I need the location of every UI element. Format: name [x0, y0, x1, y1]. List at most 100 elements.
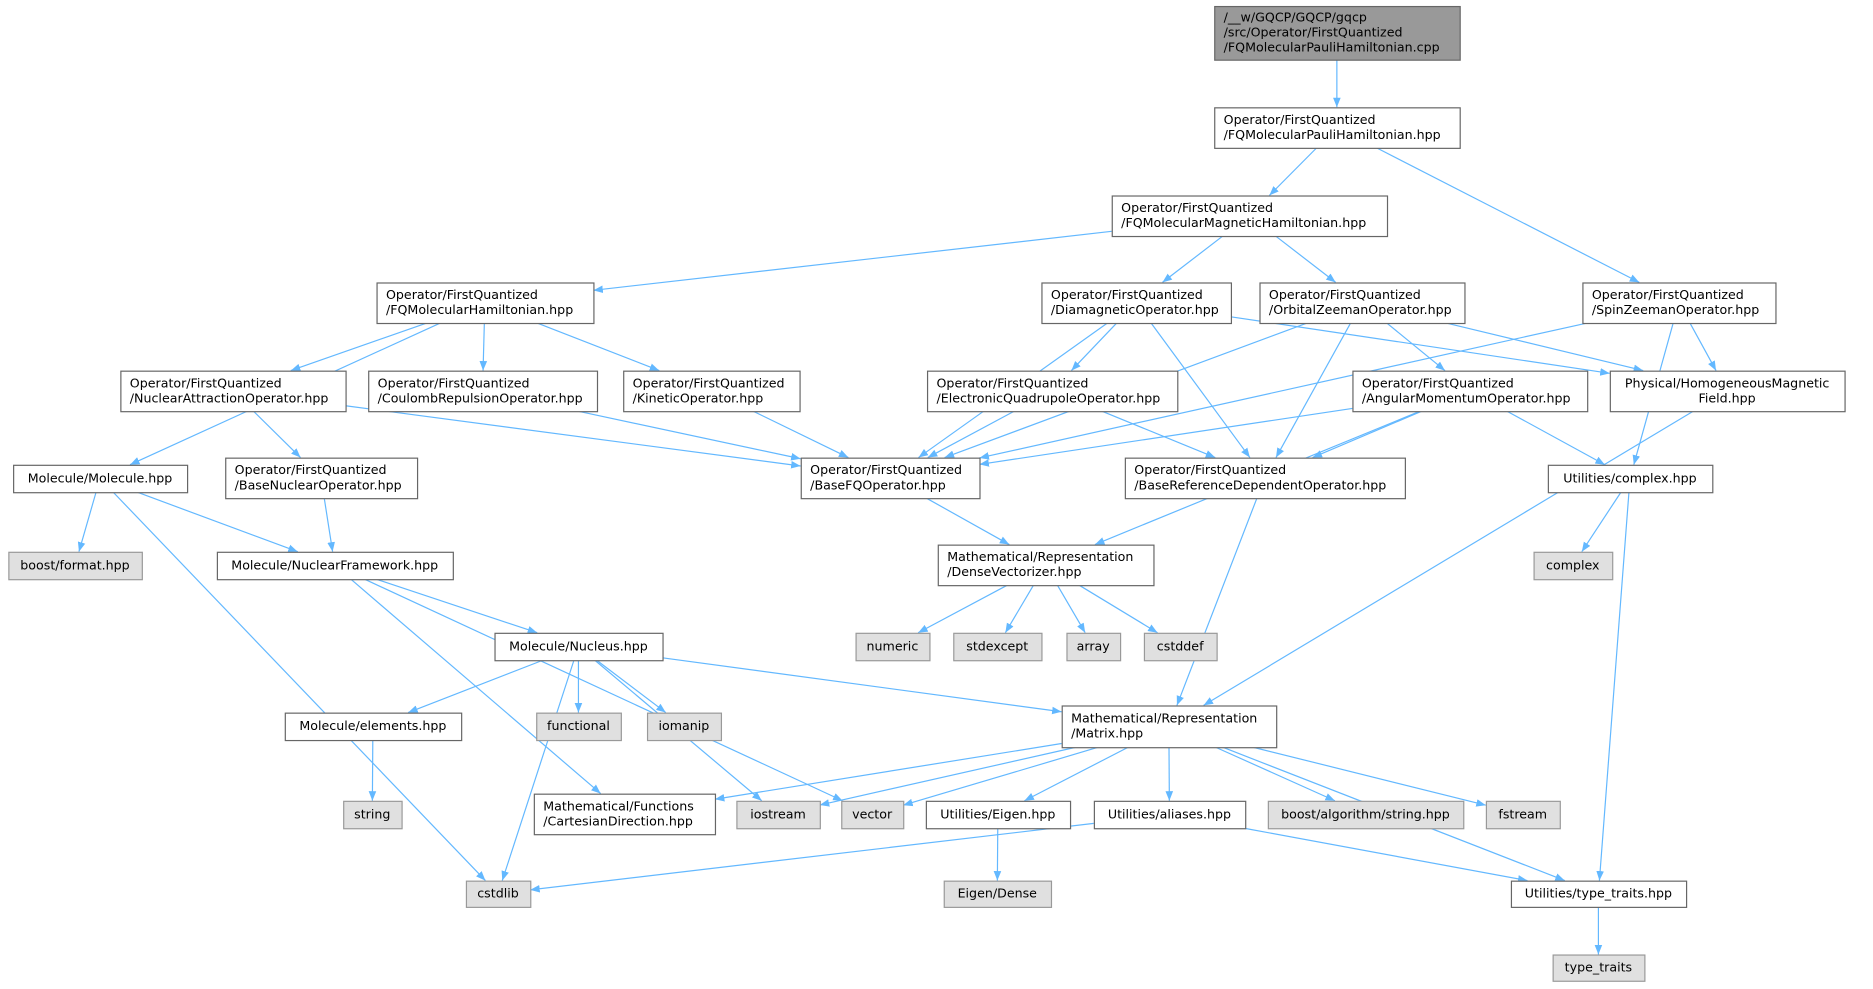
graph-node-operator-firstquantized-angularmomentumoperator-hpp[interactable]: Operator/FirstQuantized/AngularMomentumO… — [1352, 370, 1589, 413]
dependency-edge — [252, 410, 301, 458]
graph-node-mathematical-representation-matrix-hpp[interactable]: Mathematical/Representation/Matrix.hpp — [1061, 705, 1278, 749]
node-box — [1582, 282, 1777, 325]
dependency-edge — [927, 410, 1015, 459]
graph-node-utilities-type-traits-hpp[interactable]: Utilities/type_traits.hpp — [1510, 880, 1688, 908]
node-box — [623, 370, 801, 413]
node-box — [1066, 632, 1122, 662]
node-label-line: Operator/FirstQuantized — [386, 287, 538, 302]
node-label-line: Field.hpp — [1699, 390, 1756, 405]
dependency-edge — [1203, 410, 1694, 706]
node-label-line: Mathematical/Representation — [1071, 711, 1257, 726]
graph-node-operator-firstquantized-electronicquadrupoleoperator-hpp[interactable]: Operator/FirstQuantized/ElectronicQuadru… — [926, 370, 1179, 413]
graph-node-operator-firstquantized-fqmolecularpaulihamiltonian-hpp[interactable]: Operator/FirstQuantized/FQMolecularPauli… — [1214, 107, 1461, 149]
node-box — [1547, 464, 1714, 494]
dependency-edge — [662, 657, 1062, 715]
node-label-line: Operator/FirstQuantized — [1224, 112, 1376, 127]
graph-node-operator-firstquantized-coulombrepulsionoperator-hpp[interactable]: Operator/FirstQuantized/CoulombRepulsion… — [368, 370, 599, 413]
graph-node-complex: complex — [1533, 551, 1614, 581]
graph-node-operator-firstquantized-diamagneticoperator-hpp[interactable]: Operator/FirstQuantized/DiamagneticOpera… — [1041, 282, 1233, 325]
graph-node-type-traits: type_traits — [1552, 954, 1646, 982]
graph-node-operator-firstquantized-nuclearattractionoperator-hpp[interactable]: Operator/FirstQuantized/NuclearAttractio… — [120, 370, 347, 413]
node-label-line: /ElectronicQuadrupoleOperator.hpp — [937, 390, 1161, 405]
node-box — [1552, 954, 1646, 982]
graph-node-eigen-dense: Eigen/Dense — [943, 880, 1053, 908]
graph-node-molecule-elements-hpp[interactable]: Molecule/elements.hpp — [284, 712, 463, 742]
node-label-line: Operator/FirstQuantized — [378, 375, 530, 390]
graph-node-operator-firstquantized-fqmolecularmagnetichamiltonian-hpp[interactable]: Operator/FirstQuantized/FQMolecularMagne… — [1111, 195, 1389, 238]
node-label-line: Operator/FirstQuantized — [1269, 287, 1421, 302]
graph-node-operator-firstquantized-basereferencedependentoperator-hpp[interactable]: Operator/FirstQuantized/BaseReferenceDep… — [1124, 457, 1406, 500]
dependency-edge — [364, 578, 843, 802]
node-label-line: /Matrix.hpp — [1071, 726, 1143, 741]
node-box — [1352, 370, 1589, 413]
dependency-edge — [1376, 147, 1640, 283]
node-label-line: /FQMolecularPauliHamiltonian.hpp — [1224, 127, 1441, 142]
dependency-edge — [345, 405, 801, 469]
graph-node-mathematical-functions-cartesiandirection-hpp[interactable]: Mathematical/Functions/CartesianDirectio… — [533, 793, 717, 836]
node-label-line: Utilities/Eigen.hpp — [940, 806, 1055, 821]
node-box — [736, 800, 821, 830]
node-label-line: functional — [547, 718, 610, 733]
dependency-edge — [917, 584, 1008, 634]
node-label-line: Utilities/complex.hpp — [1563, 470, 1696, 485]
node-label-line: Utilities/aliases.hpp — [1108, 806, 1231, 821]
graph-node-molecule-molecule-hpp[interactable]: Molecule/Molecule.hpp — [13, 464, 189, 494]
node-box — [343, 800, 403, 830]
node-box — [937, 544, 1155, 587]
graph-node-molecule-nuclearframework-hpp[interactable]: Molecule/NuclearFramework.hpp — [216, 551, 454, 581]
dependency-edge — [1176, 497, 1258, 706]
graph-node-cstddef: cstddef — [1143, 632, 1218, 662]
node-label-line: numeric — [867, 638, 919, 653]
dependency-edge — [530, 822, 1094, 893]
node-box — [536, 712, 622, 742]
dependency-edge — [902, 746, 1099, 807]
node-box — [926, 370, 1179, 413]
node-box — [1041, 282, 1233, 325]
node-label-line: /BaseReferenceDependentOperator.hpp — [1134, 477, 1386, 492]
graph-node-utilities-aliases-hpp[interactable]: Utilities/aliases.hpp — [1093, 800, 1247, 830]
graph-node-operator-firstquantized-spinzeemanoperator-hpp[interactable]: Operator/FirstQuantized/SpinZeemanOperat… — [1582, 282, 1777, 325]
node-label-line: Operator/FirstQuantized — [130, 375, 282, 390]
dependency-edge — [1162, 235, 1224, 283]
graph-node-string: string — [343, 800, 403, 830]
node-label-line: vector — [852, 806, 893, 821]
node-label-line: cstdlib — [477, 886, 519, 901]
node-label-line: /FQMolecularHamiltonian.hpp — [386, 302, 573, 317]
node-box — [841, 800, 905, 830]
node-box — [494, 632, 664, 662]
graph-node-mathematical-representation-densevectorizer-hpp[interactable]: Mathematical/Representation/DenseVectori… — [937, 544, 1155, 587]
graph-node-operator-firstquantized-basenuclearoperator-hpp[interactable]: Operator/FirstQuantized/BaseNuclearOpera… — [225, 457, 419, 500]
dependency-edge — [925, 497, 1010, 546]
graph-node-operator-firstquantized-fqmolecularhamiltonian-hpp[interactable]: Operator/FirstQuantized/FQMolecularHamil… — [376, 282, 595, 325]
node-box — [1609, 370, 1846, 413]
dependency-edge — [290, 322, 428, 372]
dependency-edge — [1215, 746, 1336, 802]
dependency-edge — [1252, 746, 1486, 807]
node-box — [1124, 457, 1406, 500]
node-label-line: Operator/FirstQuantized — [1362, 375, 1514, 390]
node-label-line: Molecule/Nucleus.hpp — [509, 638, 648, 653]
graph-node-operator-firstquantized-kineticoperator-hpp[interactable]: Operator/FirstQuantized/KineticOperator.… — [623, 370, 801, 413]
graph-node-molecule-nucleus-hpp[interactable]: Molecule/Nucleus.hpp — [494, 632, 664, 662]
node-label-line: cstddef — [1157, 638, 1204, 653]
dependency-edge — [1024, 746, 1129, 802]
graph-node-w-gqcp-gqcp-gqcp-src-operator-firstquantized-fqmolecularpaulihamiltonian-cpp[interactable]: /__w/GQCP/GQCP/gqcp/src/Operator/FirstQu… — [1214, 5, 1461, 61]
graph-node-utilities-complex-hpp[interactable]: Utilities/complex.hpp — [1547, 464, 1714, 494]
node-label-line: /BaseFQOperator.hpp — [810, 477, 946, 492]
node-label-line: Operator/FirstQuantized — [937, 375, 1089, 390]
graph-node-operator-firstquantized-orbitalzeemanoperator-hpp[interactable]: Operator/FirstQuantized/OrbitalZeemanOpe… — [1259, 282, 1466, 325]
graph-node-utilities-eigen-hpp[interactable]: Utilities/Eigen.hpp — [925, 800, 1072, 830]
node-label-line: iomanip — [658, 718, 709, 733]
graph-node-operator-firstquantized-basefqoperator-hpp[interactable]: Operator/FirstQuantized/BaseFQOperator.h… — [800, 457, 981, 500]
graph-node-vector: vector — [841, 800, 905, 830]
node-box — [1214, 5, 1461, 61]
node-label-line: Physical/HomogeneousMagnetic — [1625, 375, 1830, 390]
node-label-line: /FQMolecularPauliHamiltonian.cpp — [1224, 40, 1440, 55]
node-label-line: iostream — [750, 806, 805, 821]
node-box — [1267, 800, 1465, 830]
graph-node-functional: functional — [536, 712, 622, 742]
dependency-edge — [1070, 322, 1118, 371]
node-label-line: /src/Operator/FirstQuantized — [1224, 25, 1403, 40]
